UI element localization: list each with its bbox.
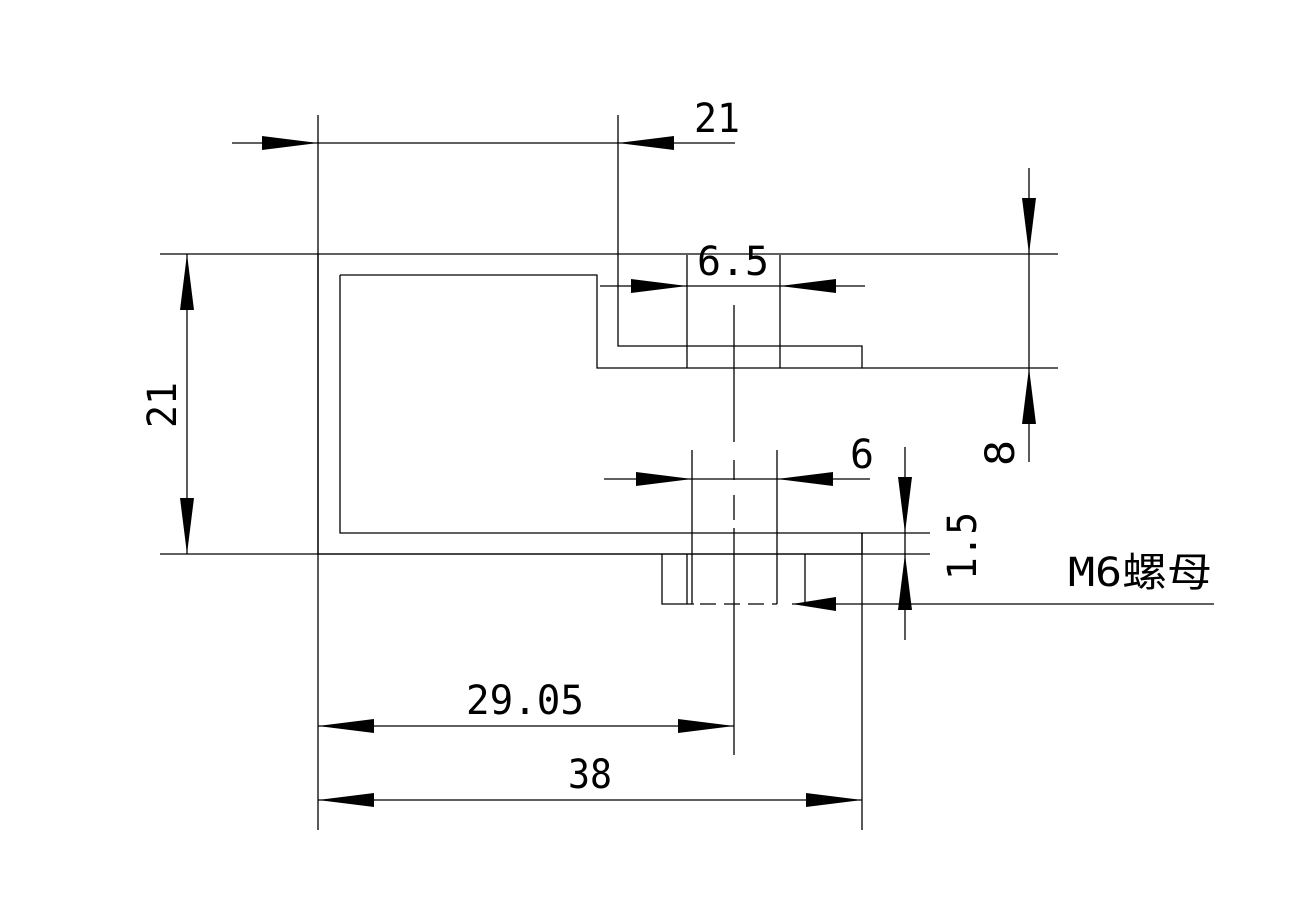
- m6-nut: [661, 554, 806, 605]
- dim-nut-width-label: 6: [850, 432, 874, 478]
- dim-top-width: 21: [232, 96, 740, 150]
- inner-cavity: [339, 275, 863, 554]
- extension-lines: [160, 115, 1058, 830]
- dim-right-depth-label: 8: [978, 440, 1024, 466]
- dim-overall-width: 38: [318, 752, 862, 807]
- dim-nut-thickness-label: 1.5: [940, 512, 986, 580]
- dim-left-height-label: 21: [140, 382, 186, 428]
- dim-left-height: 21: [140, 254, 194, 554]
- nut-callout: M6螺母: [792, 550, 1214, 611]
- dim-nut-thickness: 1.5: [898, 447, 986, 640]
- dim-slot-width-label: 6.5: [697, 239, 769, 285]
- dim-top-width-label: 21: [694, 96, 740, 142]
- dim-slot-width: 6.5: [600, 239, 865, 293]
- dim-nut-width: 6: [604, 432, 874, 486]
- nut-callout-label: M6螺母: [1068, 550, 1212, 596]
- dim-hole-position: 29.05: [318, 678, 734, 733]
- inner-profile: [340, 115, 863, 369]
- nut-body: [661, 554, 694, 605]
- dim-hole-position-label: 29.05: [466, 678, 584, 724]
- dim-right-depth: 8: [978, 168, 1036, 466]
- dim-overall-width-label: 38: [568, 752, 612, 798]
